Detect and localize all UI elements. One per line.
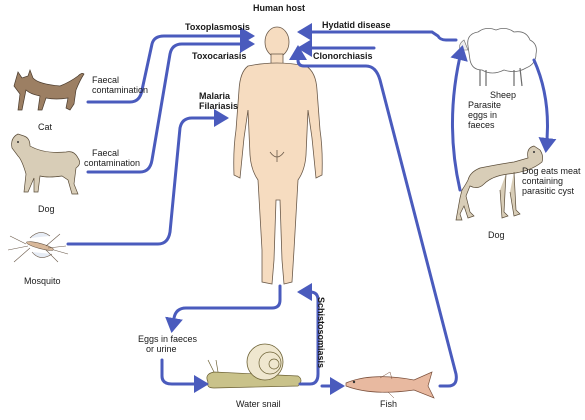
label-dog-right: Dog [488,230,505,240]
arrow-fish-human [289,45,458,388]
snail-icon [206,343,302,389]
label-schistosomiasis: Schistosomiasis [316,297,326,369]
dog-icon [11,133,80,195]
label-malaria: Malaria [199,91,231,101]
note-faecal-2a: Faecal [92,148,120,158]
note-eggs-a: Eggs in faeces [138,334,198,344]
label-filariasis: Filariasis [199,101,239,111]
arrow-cat-human [86,27,255,104]
note-parasite-c: faeces [468,120,495,130]
transmission-arrows [66,23,557,395]
arrow-eggs-snail [160,358,209,393]
human-host-title: Human host [253,3,306,13]
label-hydatid-disease: Hydatid disease [322,20,391,30]
mosquito-icon [7,232,69,263]
fish-icon [345,371,435,399]
note-faecal-1a: Faecal [92,75,120,85]
arrow-human-eggs [165,284,282,333]
label-water-snail: Water snail [236,399,281,409]
note-dog-eats-b: containing [522,176,564,186]
arrow-dog-human [86,35,255,174]
note-parasite-a: Parasite [468,100,502,110]
note-faecal-1b: contamination [92,85,149,95]
arrow-mosquito-human [66,109,229,246]
note-dog-eats-c: parasitic cyst [522,186,575,196]
arrow-dog-human-hydatid [297,23,458,42]
label-fish: Fish [380,399,398,409]
cat-icon [13,68,85,111]
label-clonorchiasis: Clonorchiasis [313,51,373,61]
sheep-icon [459,28,537,87]
note-faecal-2b: contamination [84,158,141,168]
arrow-dog-sheep [450,45,468,192]
label-dog-left: Dog [38,204,55,214]
note-parasite-b: eggs in [468,110,498,120]
label-toxocariasis: Toxocariasis [192,51,247,61]
arrow-snail-human [297,283,320,386]
dog-icon [455,145,544,221]
note-eggs-b: or urine [146,344,177,354]
label-sheep: Sheep [490,90,517,100]
label-cat: Cat [38,122,53,132]
label-mosquito: Mosquito [24,276,61,286]
note-dog-eats-a: Dog eats meat [522,166,581,176]
label-toxoplasmosis: Toxoplasmosis [185,22,250,32]
human-figure [233,26,323,285]
arrow-sheep-dog [532,58,557,153]
